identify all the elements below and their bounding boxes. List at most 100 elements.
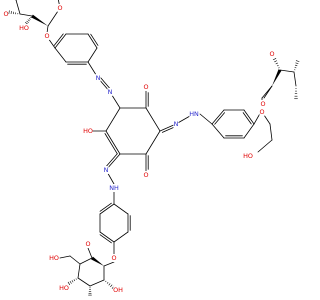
phenyl-bond [113, 203, 129, 215]
carbonyl-oxygen: O [143, 171, 148, 179]
sugar-hydroxyl: HO [49, 254, 59, 262]
sugar-hydroxyl: HO [243, 152, 253, 160]
ring-bond [77, 277, 91, 287]
hash-stroke [110, 284, 113, 288]
ring-hydroxyl-bg [83, 127, 93, 135]
phenyl-double-bond [99, 234, 112, 244]
bond-lines [8, 0, 300, 296]
hash-stroke [275, 62, 278, 65]
hash-stroke [27, 19, 30, 22]
ring-bond [59, 255, 71, 259]
hash-stroke [295, 60, 300, 62]
ring-hydroxyl: HO [83, 127, 93, 135]
hashed-bond [67, 278, 77, 286]
sugar-hydroxyl-bg [113, 286, 123, 294]
ether-oxygen-bg [44, 32, 50, 40]
azo-nitrogen: N [96, 74, 101, 82]
phenyl-double-bond [214, 112, 226, 125]
hash-stroke [276, 64, 279, 67]
pyranose-oxygen-bg [57, 4, 63, 12]
sugar-hydroxyl-bg [3, 10, 9, 18]
hash-stroke [272, 58, 277, 61]
ring-bond [257, 139, 273, 153]
phenyl-bond [87, 47, 98, 63]
hydrazone-nitrogen-bg [103, 166, 109, 174]
hash-stroke [8, 10, 10, 14]
azo-nitrogen: N [108, 88, 113, 96]
hashed-bond [272, 58, 280, 69]
ring-bond [269, 123, 273, 141]
sugar-hydroxyl: O [3, 10, 8, 18]
sugar-hydroxyl: HO [19, 24, 29, 32]
phenyl-double-bond [99, 203, 115, 215]
pyranose-oxygen: O [57, 4, 62, 12]
hash-stroke [295, 62, 299, 65]
hash-stroke [274, 60, 278, 63]
azo-nitrogen-bg [95, 74, 101, 82]
ring-bond [261, 85, 273, 99]
pyranose-oxygen: O [85, 240, 90, 248]
sugar-hydroxyl-bg [49, 254, 59, 262]
hashed-bond [105, 280, 115, 289]
hashed-bond [8, 10, 19, 15]
phenyl-bond [113, 231, 129, 243]
hashed-bond [24, 16, 32, 25]
hash-stroke [73, 279, 76, 282]
ether-oxygen: O [44, 32, 49, 40]
ring-double-bond [104, 133, 118, 155]
imine-bond [159, 123, 177, 132]
phenyl-double-bond [242, 112, 252, 125]
sugar-hydroxyl: O [269, 50, 274, 58]
imine-bond [104, 153, 118, 168]
hydrazone-nitrogen-bg [173, 120, 179, 128]
ether-oxygen: O [111, 254, 116, 262]
sugar-hydroxyl-bg [243, 152, 253, 160]
imine-bond [161, 126, 176, 133]
hash-stroke [28, 18, 31, 20]
hydrazone-nitrogen: N [104, 166, 109, 174]
hashed-bond [294, 88, 298, 100]
hash-stroke [294, 67, 297, 69]
hashed-bond [294, 60, 300, 71]
hash-stroke [67, 281, 71, 286]
ring-bond [145, 130, 161, 155]
ether-bond [103, 261, 115, 267]
hash-stroke [30, 16, 32, 19]
ring-bond [79, 257, 93, 265]
ring-bond [69, 255, 81, 265]
hydrazone-nh: NH [109, 184, 119, 192]
hash-stroke [69, 280, 72, 284]
ring-bond [15, 0, 21, 15]
hash-stroke [108, 283, 111, 286]
ether-bond [46, 25, 49, 34]
hash-stroke [105, 280, 107, 283]
ring-bond [105, 107, 121, 132]
ring-bond [19, 13, 33, 17]
hash-stroke [71, 280, 74, 283]
phenyl-double-bond [54, 33, 67, 49]
ring-bond [77, 263, 81, 279]
hash-stroke [24, 21, 29, 25]
hash-stroke [278, 67, 280, 69]
sugar-hydroxyl-bg [19, 24, 29, 32]
aryl-bond [199, 113, 213, 125]
phenyl-bond [211, 123, 225, 139]
hash-stroke [75, 278, 77, 280]
carbonyl-oxygen-bg [143, 171, 149, 179]
carbonyl-oxygen-bg [143, 83, 149, 91]
carbonyl-oxygen: O [143, 83, 148, 91]
hydrazone-nh-bg [109, 184, 119, 192]
phenyl-double-bond [90, 33, 99, 46]
hashed-bond [88, 287, 92, 296]
sugar-hydroxyl: OH [113, 286, 123, 294]
azo-double-bond [100, 77, 112, 90]
wedge-bond [272, 69, 282, 86]
ring-double-bond [105, 130, 121, 155]
pyranose-oxygen-bg [85, 240, 91, 248]
phenyl-double-bond [99, 231, 115, 243]
ring-bond [145, 107, 161, 132]
hydrazone-nh-bg [189, 110, 199, 118]
ring-bond [89, 279, 105, 287]
